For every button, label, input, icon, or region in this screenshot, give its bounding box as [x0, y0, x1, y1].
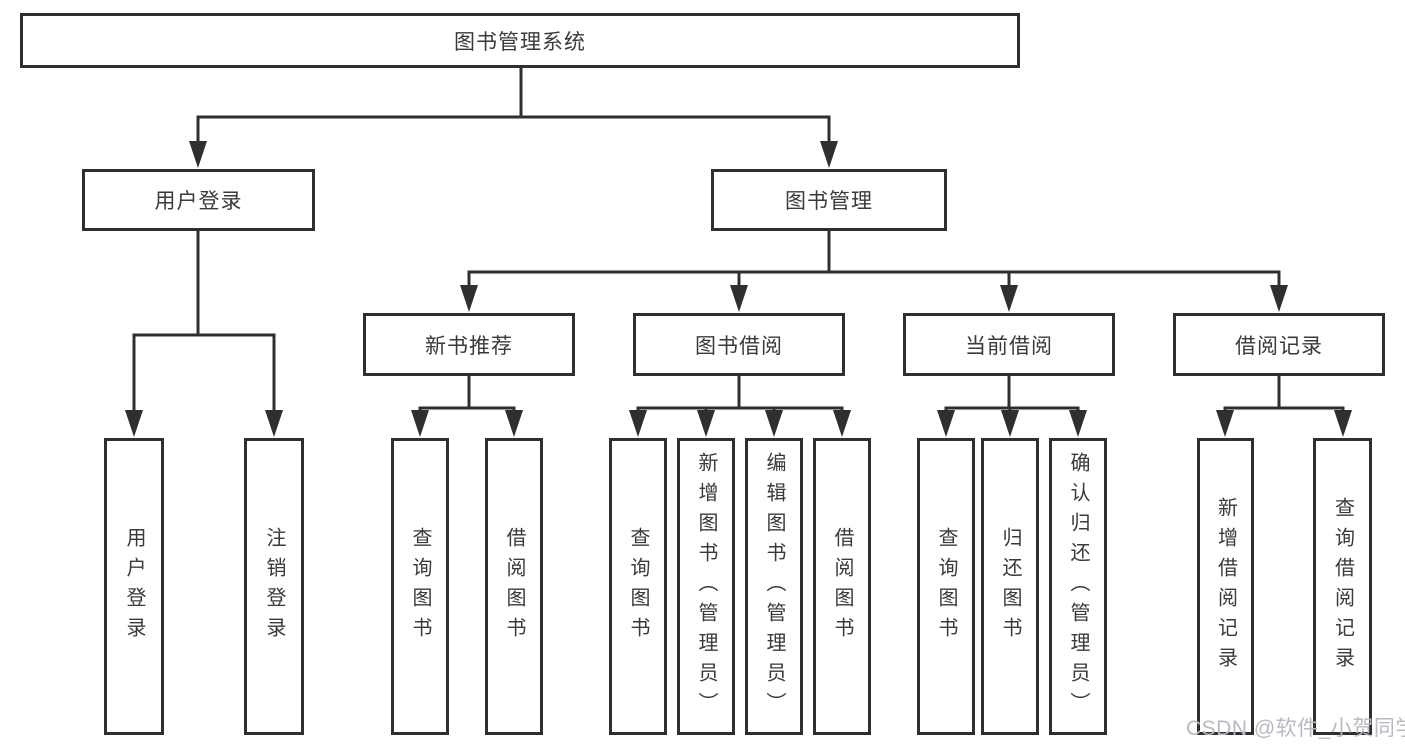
arrowheads-borrow-records-children — [1216, 410, 1352, 437]
leaf-confirm-return-admin: 确认归还（管理员） — [1049, 438, 1107, 735]
leaf-query-borrow-record: 查询借阅记录 — [1313, 438, 1372, 735]
node-current-borrowing: 当前借阅 — [903, 313, 1115, 376]
watermark: CSDN @软件_小贺同学 — [1186, 717, 1405, 740]
arrowheads-new-book-children — [411, 410, 523, 437]
node-book-management: 图书管理 — [711, 169, 947, 231]
node-book-borrowing: 图书借阅 — [633, 313, 845, 376]
leaf-add-borrow-record-label: 新增借阅记录 — [1214, 496, 1237, 677]
leaf-borrow-books: 借阅图书 — [813, 438, 871, 735]
connector-borrow-records-children — [1223, 375, 1345, 414]
leaf-borrow-books-recommend: 借阅图书 — [485, 438, 543, 735]
connector-book-management-children — [467, 230, 1281, 289]
leaf-add-borrow-record: 新增借阅记录 — [1197, 438, 1254, 735]
node-borrowing-records: 借阅记录 — [1173, 313, 1385, 376]
leaf-borrow-books-recommend-label: 借阅图书 — [503, 526, 525, 647]
leaf-add-books-admin-label: 新增图书（管理员） — [695, 451, 717, 722]
node-system-root: 图书管理系统 — [20, 13, 1020, 68]
leaf-user-login-label: 用户登录 — [123, 526, 145, 647]
node-system-root-label: 图书管理系统 — [454, 30, 586, 54]
connector-book-borrow-children — [636, 375, 844, 414]
leaf-query-books-borrow: 查询图书 — [609, 438, 667, 735]
leaf-logout-login-label: 注销登录 — [263, 526, 285, 647]
leaf-query-books-recommend-label: 查询图书 — [409, 526, 431, 647]
leaf-query-books-current-label: 查询图书 — [935, 526, 957, 647]
arrowheads-book-borrow-children — [629, 410, 851, 437]
leaf-query-books-borrow-label: 查询图书 — [627, 526, 649, 647]
leaf-return-books-label: 归还图书 — [999, 526, 1021, 647]
node-new-book-recommendation: 新书推荐 — [363, 313, 575, 376]
arrowheads-book-management-children — [460, 285, 1288, 312]
connector-user-login-children — [132, 230, 276, 414]
leaf-query-books-recommend: 查询图书 — [391, 438, 449, 735]
node-current-borrowing-label: 当前借阅 — [965, 334, 1053, 358]
leaf-add-books-admin: 新增图书（管理员） — [677, 438, 735, 735]
leaf-confirm-return-admin-label: 确认归还（管理员） — [1067, 451, 1089, 722]
leaf-edit-books-admin-label: 编辑图书（管理员） — [763, 451, 785, 722]
arrowheads-user-login-children — [125, 410, 283, 437]
arrowheads-current-borrow-children — [937, 410, 1087, 437]
node-borrowing-records-label: 借阅记录 — [1235, 334, 1323, 358]
connector-current-borrow-children — [944, 375, 1080, 414]
leaf-return-books: 归还图书 — [981, 438, 1039, 735]
node-book-management-label: 图书管理 — [785, 190, 873, 213]
leaf-query-borrow-record-label: 查询借阅记录 — [1331, 496, 1354, 677]
leaf-logout-login: 注销登录 — [244, 438, 304, 735]
leaf-edit-books-admin: 编辑图书（管理员） — [745, 438, 803, 735]
node-user-login-label: 用户登录 — [154, 190, 243, 213]
connector-new-book-children — [418, 375, 516, 414]
connector-root-to-level2 — [196, 68, 831, 145]
node-book-borrowing-label: 图书借阅 — [695, 334, 783, 358]
node-new-book-recommendation-label: 新书推荐 — [425, 334, 513, 358]
leaf-user-login: 用户登录 — [104, 438, 164, 735]
arrowheads-root-to-level2 — [189, 141, 838, 168]
leaf-query-books-current: 查询图书 — [917, 438, 975, 735]
leaf-borrow-books-label: 借阅图书 — [831, 526, 853, 647]
node-user-login: 用户登录 — [82, 169, 315, 231]
